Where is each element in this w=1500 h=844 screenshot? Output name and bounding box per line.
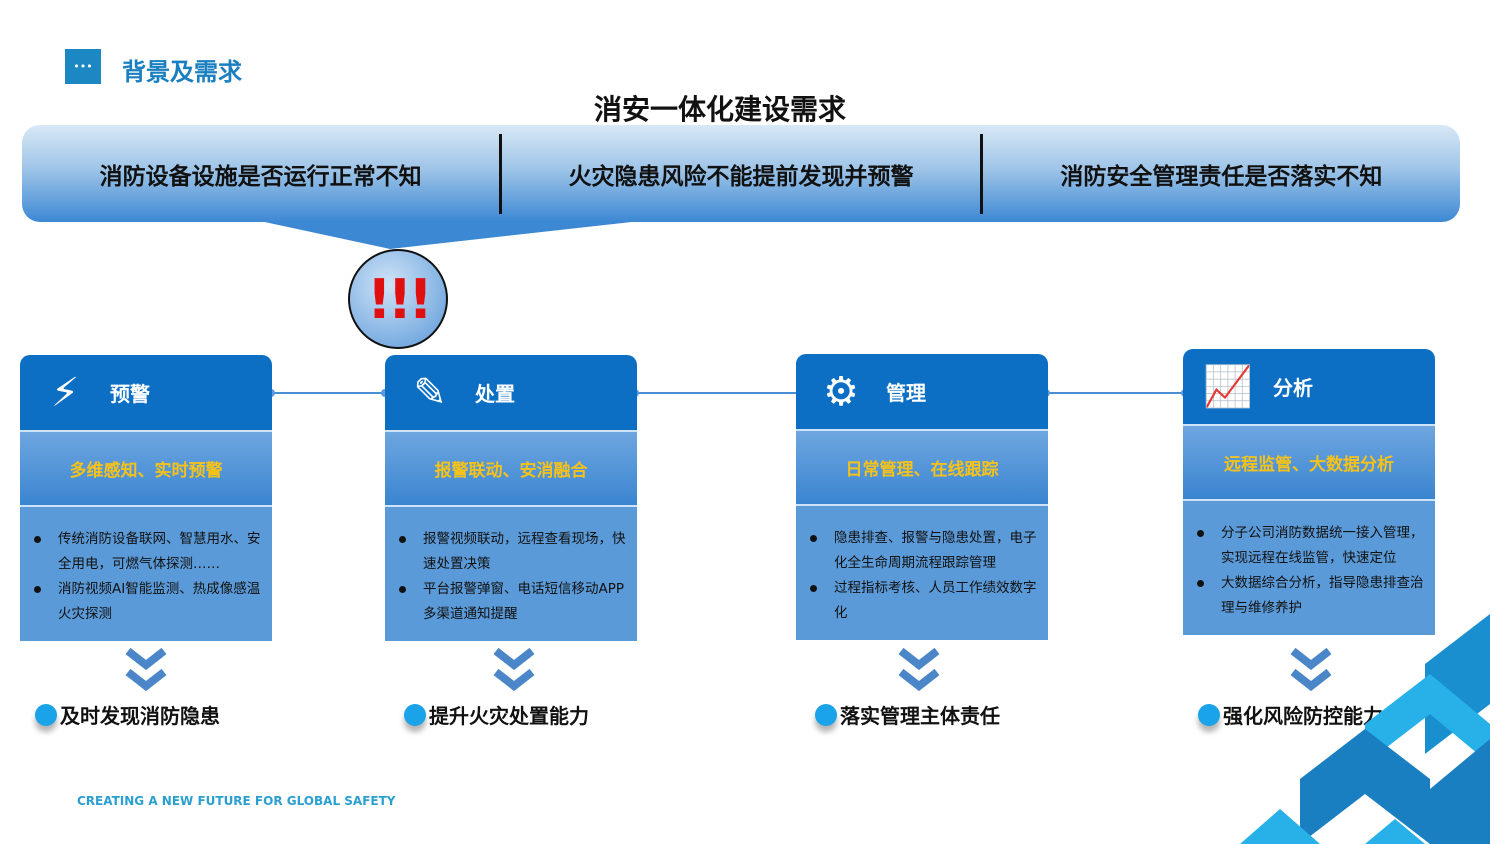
result-text: 及时发现消防隐患 [60, 704, 220, 728]
card-管理: ⚙ 管理 日常管理、在线跟踪 隐患排查、报警与隐患处置，电子化全生命周期流程跟踪管… [796, 354, 1048, 640]
bullet-item: 消防视频AI智能监测、热成像感温火灾探测 [34, 577, 262, 627]
alarm-light-icon: ⚡ [50, 369, 80, 416]
result-text: 落实管理主体责任 [840, 704, 1000, 728]
chevron-down-icon [125, 648, 167, 692]
bullet-dot [815, 703, 837, 726]
card-header: 📈 分析 [1183, 349, 1435, 424]
bullet-item: 大数据综合分析，指导隐患排查治理与维修养护 [1197, 571, 1425, 621]
card-title: 处置 [475, 382, 515, 406]
bullet-item: 传统消防设备联网、智慧用水、安全用电，可燃气体探测…… [34, 527, 262, 577]
card-body: 传统消防设备联网、智慧用水、安全用电，可燃气体探测……消防视频AI智能监测、热成… [20, 505, 272, 641]
connector [1045, 392, 1185, 394]
problems-banner: 消防设备设施是否运行正常不知 火灾隐患风险不能提前发现并预警 消防安全管理责任是… [22, 125, 1460, 222]
card-title: 预警 [110, 382, 150, 406]
problem-1: 消防设备设施是否运行正常不知 [99, 163, 422, 190]
card-预警: ⚡ 预警 多维感知、实时预警 传统消防设备联网、智慧用水、安全用电，可燃气体探测…… [20, 355, 272, 641]
card-subtitle: 日常管理、在线跟踪 [796, 429, 1048, 504]
page-title: 消安一体化建设需求 [593, 93, 846, 126]
gear-icon: ⚙ [823, 368, 859, 415]
divider [499, 133, 503, 214]
chevron-down-icon [1290, 648, 1332, 692]
connector [272, 392, 385, 394]
card-body: 分子公司消防数据统一接入管理，实现远程在线监管，快速定位大数据综合分析，指导隐患… [1183, 499, 1435, 635]
card-处置: ✎ 处置 报警联动、安消融合 报警视频联动，远程查看现场，快速处置决策平台报警弹窗… [385, 355, 637, 641]
card-header: ✎ 处置 [385, 355, 637, 430]
bullet-dot [35, 703, 57, 726]
bullet-item: 分子公司消防数据统一接入管理，实现远程在线监管，快速定位 [1197, 521, 1425, 571]
card-title: 分析 [1273, 376, 1313, 400]
card-body: 报警视频联动，远程查看现场，快速处置决策平台报警弹窗、电话短信移动APP多渠道通… [385, 505, 637, 641]
card-subtitle: 报警联动、安消融合 [385, 430, 637, 505]
edit-icon: ✎ [413, 369, 447, 416]
card-subtitle: 远程监管、大数据分析 [1183, 424, 1435, 499]
footer-slogan: CREATING A NEW FUTURE FOR GLOBAL SAFETY [77, 794, 396, 808]
result-text: 强化风险防控能力 [1223, 704, 1383, 728]
connector [635, 392, 796, 394]
card-subtitle: 多维感知、实时预警 [20, 430, 272, 505]
bullet-dot [1198, 703, 1220, 726]
company-logo: ••• [65, 49, 101, 84]
result-item: 提升火灾处置能力 [404, 700, 589, 729]
card-title: 管理 [886, 381, 926, 405]
bullet-item: 隐患排查、报警与隐患处置，电子化全生命周期流程跟踪管理 [810, 526, 1038, 576]
bullet-item: 过程指标考核、人员工作绩效数字化 [810, 576, 1038, 626]
problem-3: 消防安全管理责任是否落实不知 [1060, 163, 1383, 190]
bullet-item: 报警视频联动，远程查看现场，快速处置决策 [399, 527, 627, 577]
divider [979, 133, 983, 214]
card-header: ⚡ 预警 [20, 355, 272, 430]
card-body: 隐患排查、报警与隐患处置，电子化全生命周期流程跟踪管理过程指标考核、人员工作绩效… [796, 504, 1048, 640]
card-header: ⚙ 管理 [796, 354, 1048, 429]
banner-pointer [260, 221, 640, 249]
chevron-down-icon [493, 648, 535, 692]
result-item: 强化风险防控能力 [1198, 700, 1383, 729]
chevron-down-icon [898, 648, 940, 692]
result-text: 提升火灾处置能力 [429, 704, 589, 728]
exclamation-icon: !!! [348, 249, 448, 349]
result-item: 落实管理主体责任 [815, 700, 1000, 729]
problem-2: 火灾隐患风险不能提前发现并预警 [568, 163, 914, 190]
decorative-arrows [1240, 614, 1490, 844]
bullet-dot [404, 703, 426, 726]
chart-trend-icon: 📈 [1203, 364, 1253, 410]
card-分析: 📈 分析 远程监管、大数据分析 分子公司消防数据统一接入管理，实现远程在线监管，快… [1183, 349, 1435, 635]
bullet-item: 平台报警弹窗、电话短信移动APP多渠道通知提醒 [399, 577, 627, 627]
result-item: 及时发现消防隐患 [35, 700, 220, 729]
section-heading: 背景及需求 [122, 58, 242, 86]
